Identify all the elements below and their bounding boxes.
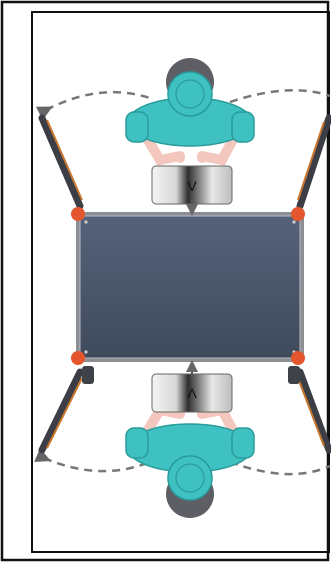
swing-arc-top xyxy=(35,90,151,121)
caster-top-left xyxy=(71,207,85,221)
tray-top: V xyxy=(151,165,233,205)
tray-top-mark: V xyxy=(187,178,197,194)
caster-bottom-left xyxy=(71,351,85,365)
inner-frame xyxy=(31,11,330,553)
person-top xyxy=(125,58,255,166)
tray-bottom: Λ xyxy=(151,373,233,413)
swing-arc-top-right xyxy=(229,89,331,104)
swing-arc-bottom xyxy=(34,448,151,473)
tray-bottom-mark: Λ xyxy=(187,385,197,401)
door-arm-top-left xyxy=(38,114,84,210)
wheel-bottom-left xyxy=(82,366,94,384)
table xyxy=(76,212,304,362)
caster-bottom-right xyxy=(291,351,305,365)
door-arm-top-right xyxy=(296,114,331,210)
door-arm-bottom-right xyxy=(296,368,331,454)
swing-arc-bottom-right xyxy=(229,460,331,476)
wheel-bottom-right xyxy=(288,366,300,384)
caster-top-right xyxy=(291,207,305,221)
person-bottom xyxy=(125,404,255,518)
door-arm-bottom-left xyxy=(38,368,84,454)
